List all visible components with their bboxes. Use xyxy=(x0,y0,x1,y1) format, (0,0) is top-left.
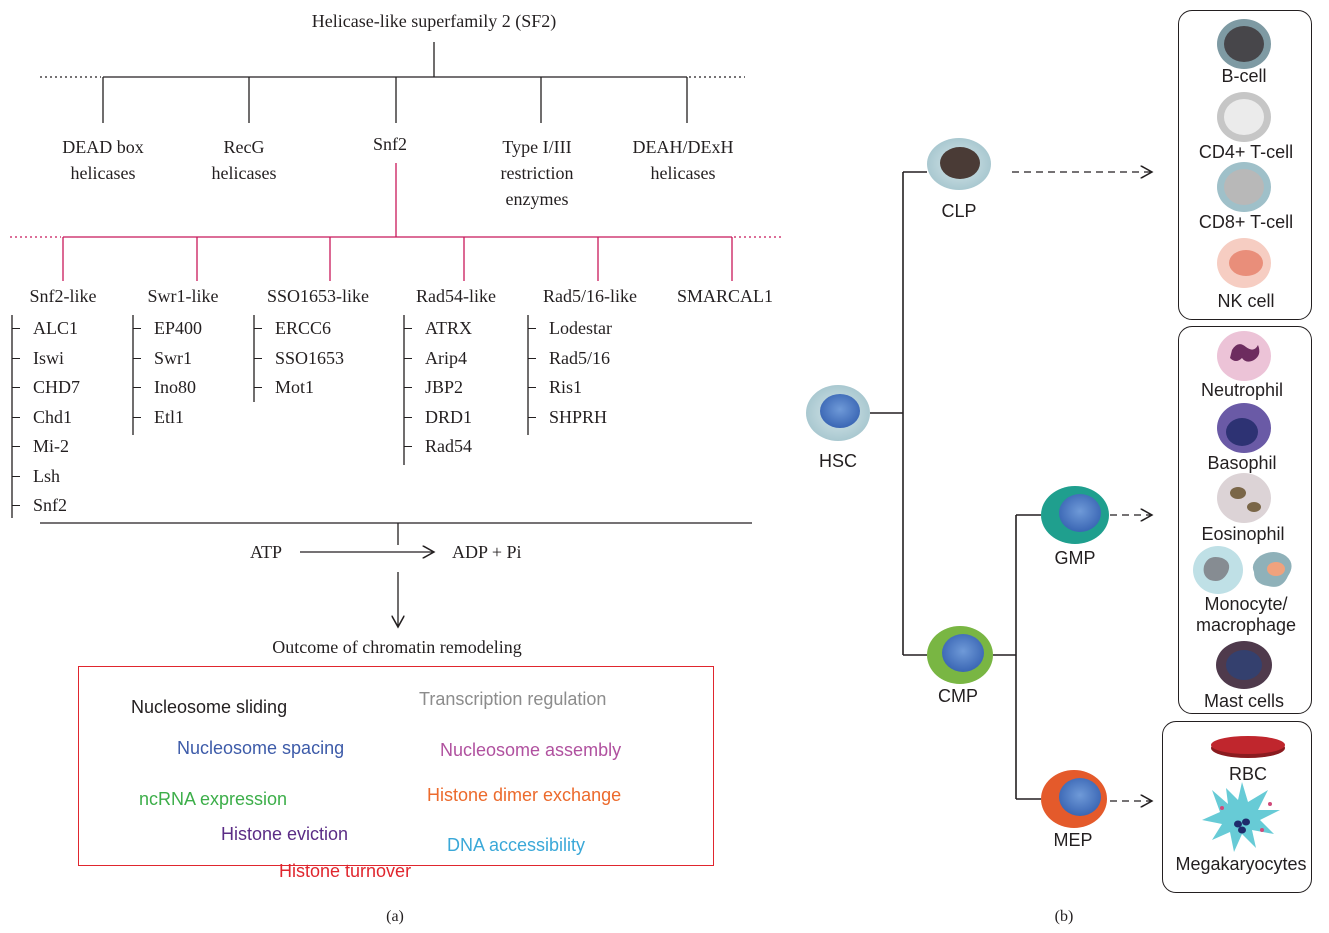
outcome-nucleosome-sliding: Nucleosome sliding xyxy=(131,697,288,717)
swr1-like-members: EP400 Swr1 Ino80 Etl1 xyxy=(133,318,202,436)
gmp-label: GMP xyxy=(1054,548,1096,568)
member-item: CHD7 xyxy=(12,377,80,407)
snf2-like-members: ALC1 Iswi CHD7 Chd1 Mi-2 Lsh Snf2 xyxy=(12,318,80,525)
outcome-box xyxy=(78,666,714,866)
outcome-ncrna-expression: ncRNA expression xyxy=(139,789,288,809)
sso1653-like-members: ERCC6 SSO1653 Mot1 xyxy=(254,318,344,407)
member-item: Arip4 xyxy=(404,348,472,378)
myeloid-panel xyxy=(1178,326,1312,714)
subfamily-swr1-like: Swr1-like xyxy=(147,286,219,306)
outcome-nucleosome-assembly: Nucleosome assembly xyxy=(440,740,622,760)
member-item: ATRX xyxy=(404,318,472,348)
cd4-t-cell-label: CD4+ T-cell xyxy=(1198,142,1294,162)
family-recg: RecG helicases xyxy=(211,137,277,183)
basophil-label: Basophil xyxy=(1207,453,1277,473)
member-item: Swr1 xyxy=(133,348,202,378)
cmp-cell xyxy=(927,626,993,684)
outcome-histone-dimer-exchange: Histone dimer exchange xyxy=(427,785,622,805)
sf2-tree-lines xyxy=(102,42,688,123)
mast-cells-label: Mast cells xyxy=(1203,691,1285,711)
subfamily-rad5-16-like: Rad5/16-like xyxy=(543,286,637,306)
outcome-nucleosome-spacing: Nucleosome spacing xyxy=(177,738,345,758)
member-item: Rad54 xyxy=(404,436,472,466)
outcome-transcription-regulation: Transcription regulation xyxy=(419,689,607,709)
member-item: Snf2 xyxy=(12,495,80,525)
member-item: SSO1653 xyxy=(254,348,344,378)
cd8-t-cell-icon xyxy=(1217,162,1271,212)
rad5-16-like-members: Lodestar Rad5/16 Ris1 SHPRH xyxy=(528,318,612,436)
member-item: JBP2 xyxy=(404,377,472,407)
member-item: EP400 xyxy=(133,318,202,348)
clp-label: CLP xyxy=(941,201,977,221)
gmp-cell xyxy=(1041,486,1109,544)
neutrophil-icon xyxy=(1217,331,1271,381)
rad54-like-members: ATRX Arip4 JBP2 DRD1 Rad54 xyxy=(404,318,472,466)
hsc-label: HSC xyxy=(818,451,858,471)
member-item: ERCC6 xyxy=(254,318,344,348)
member-item: Mot1 xyxy=(254,377,344,407)
rbc-icon xyxy=(1211,736,1285,758)
atp-label: ATP xyxy=(250,542,283,562)
member-item: Lodestar xyxy=(528,318,612,348)
outcome-histone-eviction: Histone eviction xyxy=(221,824,349,844)
subfamily-sso1653-like: SSO1653-like xyxy=(266,286,370,306)
basophil-icon xyxy=(1217,403,1271,453)
mep-label: MEP xyxy=(1053,830,1093,850)
adp-pi-label: ADP + Pi xyxy=(452,542,522,562)
caption-a: (a) xyxy=(386,908,404,925)
family-dead-box: DEAD box helicases xyxy=(62,137,144,183)
family-snf2: Snf2 xyxy=(372,134,408,154)
member-item: Rad5/16 xyxy=(528,348,612,378)
b-cell-icon xyxy=(1217,19,1271,69)
member-item: Ris1 xyxy=(528,377,612,407)
hematopoiesis-lines xyxy=(870,171,1041,800)
megakaryocyte-icon xyxy=(1202,782,1280,852)
eosinophil-icon xyxy=(1217,473,1271,523)
member-item: Chd1 xyxy=(12,407,80,437)
sf2-root-label: Helicase-like superfamily 2 (SF2) xyxy=(311,11,557,31)
eosinophil-label: Eosinophil xyxy=(1201,524,1285,544)
member-item: Lsh xyxy=(12,466,80,496)
subfamily-smarcal1: SMARCAL1 xyxy=(676,286,774,306)
member-item: Ino80 xyxy=(133,377,202,407)
lymphoid-panel xyxy=(1178,10,1312,320)
neutrophil-label: Neutrophil xyxy=(1200,380,1284,400)
rbc-label: RBC xyxy=(1228,764,1268,784)
lineage-arrows xyxy=(1012,172,1152,801)
member-item: Etl1 xyxy=(133,407,202,437)
clp-cell xyxy=(927,138,991,190)
caption-b: (b) xyxy=(1054,908,1074,925)
outcome-title: Outcome of chromatin remodeling xyxy=(272,637,522,657)
monocyte-icon xyxy=(1193,546,1243,594)
megakaryocytes-label: Megakaryocytes xyxy=(1175,854,1307,874)
reaction-lines xyxy=(40,522,752,627)
cd8-t-cell-label: CD8+ T-cell xyxy=(1198,212,1294,232)
member-item: ALC1 xyxy=(12,318,80,348)
macrophage-icon xyxy=(1252,552,1292,587)
hsc-cell xyxy=(806,385,870,441)
subfamily-snf2-like: Snf2-like xyxy=(29,286,97,306)
family-deah: DEAH/DExH helicases xyxy=(632,137,734,183)
snf2-subfamily-lines xyxy=(62,163,733,281)
member-item: SHPRH xyxy=(528,407,612,437)
monocyte-macrophage-label: Monocyte/ macrophage xyxy=(1195,594,1297,635)
family-type-restriction: Type I/III restriction enzymes xyxy=(500,137,574,209)
b-cell-label: B-cell xyxy=(1221,66,1267,86)
member-item: DRD1 xyxy=(404,407,472,437)
member-item: Mi-2 xyxy=(12,436,80,466)
outcome-dna-accessibility: DNA accessibility xyxy=(447,835,586,855)
member-item: Iswi xyxy=(12,348,80,378)
cd4-t-cell-icon xyxy=(1217,92,1271,142)
nk-cell-icon xyxy=(1217,238,1271,288)
mast-cell-icon xyxy=(1216,641,1272,689)
cmp-label: CMP xyxy=(938,686,978,706)
mep-cell xyxy=(1041,770,1107,828)
erythroid-panel xyxy=(1162,721,1312,893)
outcome-histone-turnover: Histone turnover xyxy=(279,861,412,881)
nk-cell-label: NK cell xyxy=(1217,291,1275,311)
subfamily-rad54-like: Rad54-like xyxy=(416,286,496,306)
